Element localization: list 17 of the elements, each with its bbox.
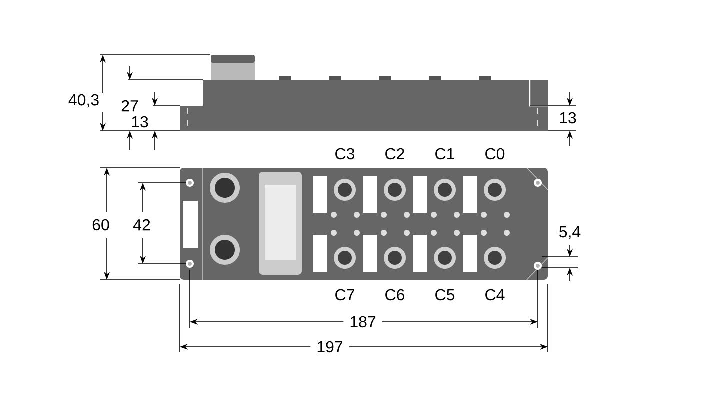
dimension-label: 187 — [344, 314, 382, 330]
port-label: C7 — [336, 289, 354, 301]
dimension-label: 197 — [310, 339, 350, 355]
dimension-label: 60 — [92, 219, 110, 231]
port-label: C6 — [386, 289, 405, 301]
port-label: C5 — [436, 289, 455, 301]
dimension-label: 5,4 — [560, 226, 581, 240]
dimension-label: 27 — [122, 100, 138, 112]
port-label: C2 — [386, 148, 404, 160]
dimension-label: 42 — [133, 219, 150, 231]
dimension-label: 13 — [132, 116, 148, 128]
port-label: C1 — [436, 148, 454, 160]
port-label: C0 — [486, 148, 505, 160]
port-label: C3 — [336, 148, 355, 160]
port-label: C4 — [486, 289, 505, 301]
dimension-label: 13 — [560, 112, 576, 124]
dimension-label: 40,3 — [68, 94, 99, 108]
